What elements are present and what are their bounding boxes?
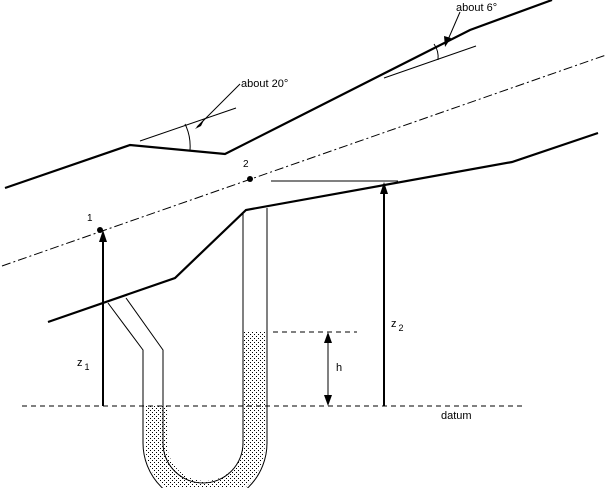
angle-6-leader (446, 11, 461, 43)
angle-6-arrowhead (444, 36, 451, 47)
point-1-label: 1 (87, 213, 93, 224)
angle-20-arrowhead (195, 118, 205, 129)
z1-label-base: z (77, 357, 83, 369)
manometer-fluid-left (145, 332, 265, 488)
z2-arrowhead (380, 182, 388, 194)
datum-label: datum (441, 410, 472, 422)
z1-label-subscript: 1 (85, 362, 90, 372)
h-arrow-bottom (324, 395, 332, 406)
h-arrow-top (324, 332, 332, 343)
point-1-marker (97, 227, 103, 233)
angle-6-label: about 6° (456, 2, 497, 14)
manometer-outer-wall (107, 208, 268, 488)
z1-arrowhead (99, 230, 107, 242)
z2-label-base: z (391, 318, 397, 330)
upper-pipe-wall (4, 0, 553, 190)
point-2-label: 2 (243, 159, 249, 170)
angle-6-arc (433, 43, 439, 61)
angle-20-leader (196, 83, 241, 128)
lower-pipe-wall (47, 131, 599, 324)
angle-6-reference-line (383, 45, 477, 79)
h-label: h (336, 362, 342, 374)
manometer-inner-wall (125, 212, 244, 484)
angle-20-label: about 20° (241, 78, 288, 90)
z2-label-subscript: 2 (399, 323, 404, 333)
angle-20-reference-line (139, 107, 237, 142)
angle-20-arc (184, 123, 191, 151)
point-2-marker (247, 176, 253, 182)
